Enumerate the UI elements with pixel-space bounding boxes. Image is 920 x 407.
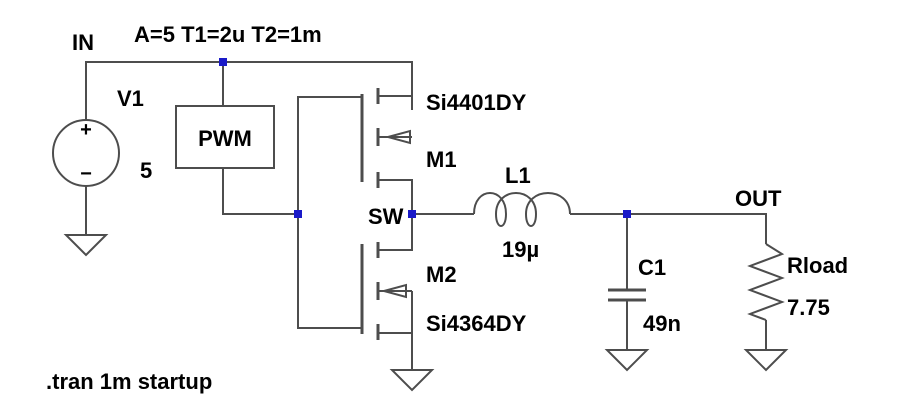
v1-plus-sign: +	[80, 119, 92, 141]
spice-directive: .tran 1m startup	[46, 369, 212, 394]
c1-value-label: 49n	[643, 311, 681, 336]
resistor-rload[interactable]	[747, 243, 785, 321]
rload-value-label: 7.75	[787, 295, 830, 320]
labels: IN A=5 T1=2u T2=1m V1 5 Si4401DY M1 L1 1…	[46, 22, 848, 394]
v1-name-label: V1	[117, 86, 144, 111]
ground-c1-icon	[604, 349, 650, 372]
m1-arrow-icon	[384, 129, 411, 145]
junctions	[219, 58, 631, 218]
junction-in	[219, 58, 227, 66]
l1-name-label: L1	[505, 163, 531, 188]
net-label-sw: SW	[368, 204, 404, 229]
m2-arrow-icon	[380, 283, 407, 299]
pwm-block[interactable]: PWM	[175, 105, 275, 169]
junction-gate	[294, 210, 302, 218]
wire-m2-source	[378, 332, 413, 370]
m2-part-label: Si4364DY	[426, 311, 527, 336]
l1-coil-icon	[473, 192, 571, 227]
pwm-box	[175, 105, 275, 169]
net-label-in: IN	[72, 30, 94, 55]
junction-out	[623, 210, 631, 218]
mosfet-m1[interactable]	[360, 88, 412, 188]
rload-zigzag-icon	[747, 243, 785, 321]
m2-name-label: M2	[426, 262, 457, 287]
ground-m2-icon	[389, 369, 435, 392]
v1-circle	[52, 119, 120, 187]
wire-pwm-out	[222, 168, 298, 215]
rload-name-label: Rload	[787, 253, 848, 278]
voltage-source-v1[interactable]: + −	[52, 119, 120, 187]
pwm-label: PWM	[198, 126, 252, 151]
l1-value-label: 19µ	[502, 237, 539, 262]
wire-l1-out	[570, 213, 767, 244]
capacitor-c1[interactable]	[608, 288, 646, 302]
wire-in-rail	[85, 61, 413, 120]
inductor-l1[interactable]	[473, 192, 571, 227]
wire-m2-drain	[378, 214, 413, 251]
v1-value-label: 5	[140, 158, 152, 183]
v1-minus-sign: −	[80, 163, 92, 185]
ground-v1-icon	[63, 234, 109, 257]
junction-sw	[408, 210, 416, 218]
wire-m1-drain	[378, 179, 413, 214]
wire-m1-source	[378, 95, 413, 110]
c1-name-label: C1	[638, 255, 666, 280]
ground-rload-icon	[743, 349, 789, 372]
mosfet-m2[interactable]	[360, 242, 413, 340]
net-label-out: OUT	[735, 186, 782, 211]
m1-name-label: M1	[426, 147, 457, 172]
m1-part-label: Si4401DY	[426, 90, 527, 115]
wire-gate-bus	[297, 96, 362, 329]
pwm-params-label: A=5 T1=2u T2=1m	[134, 22, 322, 47]
